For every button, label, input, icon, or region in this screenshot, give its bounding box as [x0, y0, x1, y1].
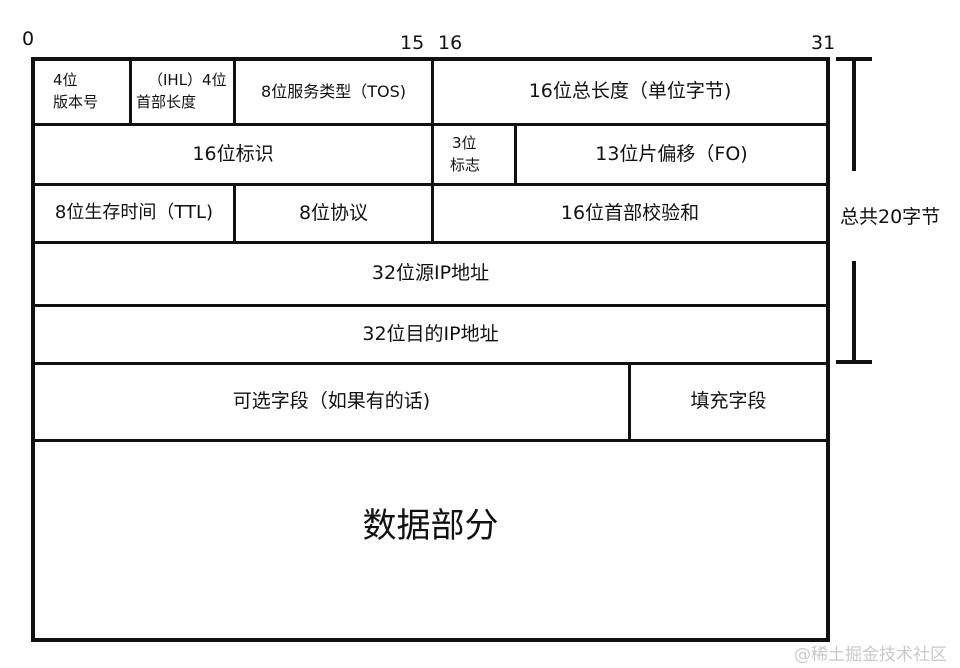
bracket-bottom-cap	[836, 360, 872, 364]
field-ihl-line2: 首部长度	[136, 93, 197, 111]
border-left	[31, 57, 35, 642]
field-protocol: 8位协议	[298, 201, 369, 224]
field-version-line2: 版本号	[53, 93, 99, 111]
row-divider-5	[31, 362, 830, 365]
field-version-line1: 4位	[53, 71, 78, 90]
col-divider-r6-padding	[628, 362, 631, 442]
bit-label-0: 0	[22, 28, 35, 50]
col-divider-r3-a	[233, 183, 236, 244]
bracket-upper-line	[852, 57, 856, 171]
field-data: 数据部分	[362, 506, 499, 547]
field-flags-line2: 标志	[450, 155, 481, 174]
field-ihl-line1: （IHL）4位	[148, 71, 227, 90]
field-total-length: 16位总长度（单位字节)	[528, 80, 732, 103]
watermark-text: @稀土掘金技术社区	[794, 645, 947, 665]
header-size-label: 总共20字节	[840, 206, 941, 228]
field-ihl: （IHL）4位首部长度	[132, 61, 233, 123]
field-destination-ip: 32位目的IP地址	[362, 322, 499, 345]
border-top	[31, 57, 830, 61]
field-identification: 16位标识	[192, 142, 274, 165]
field-fragment-offset: 13位片偏移（FO)	[595, 142, 748, 165]
col-divider-r1-b	[233, 57, 236, 126]
row-divider-2	[31, 183, 830, 186]
field-source-ip: 32位源IP地址	[371, 262, 490, 285]
field-version: 4位版本号	[35, 61, 129, 123]
field-ttl: 8位生存时间（TTL)	[54, 202, 214, 224]
col-divider-r2-flags	[514, 123, 517, 186]
border-bottom	[31, 638, 830, 642]
field-flags: 3位标志	[434, 126, 514, 183]
field-tos: 8位服务类型（TOS)	[261, 81, 406, 101]
field-options: 可选字段（如果有的话)	[232, 390, 431, 413]
col-divider-r1-a	[129, 57, 132, 126]
row-divider-6	[31, 439, 830, 442]
bit-label-15: 15	[400, 32, 425, 54]
row-divider-1	[31, 123, 830, 126]
row-divider-3	[31, 241, 830, 244]
field-flags-line1: 3位	[452, 133, 477, 152]
field-padding: 填充字段	[690, 390, 767, 413]
bit-label-31: 31	[811, 32, 836, 54]
row-divider-4	[31, 304, 830, 307]
border-right	[826, 57, 830, 642]
bit-label-16: 16	[438, 32, 463, 54]
col-divider-mid-r1-3	[431, 57, 434, 244]
bracket-lower-line	[852, 261, 856, 364]
field-header-checksum: 16位首部校验和	[560, 201, 700, 224]
